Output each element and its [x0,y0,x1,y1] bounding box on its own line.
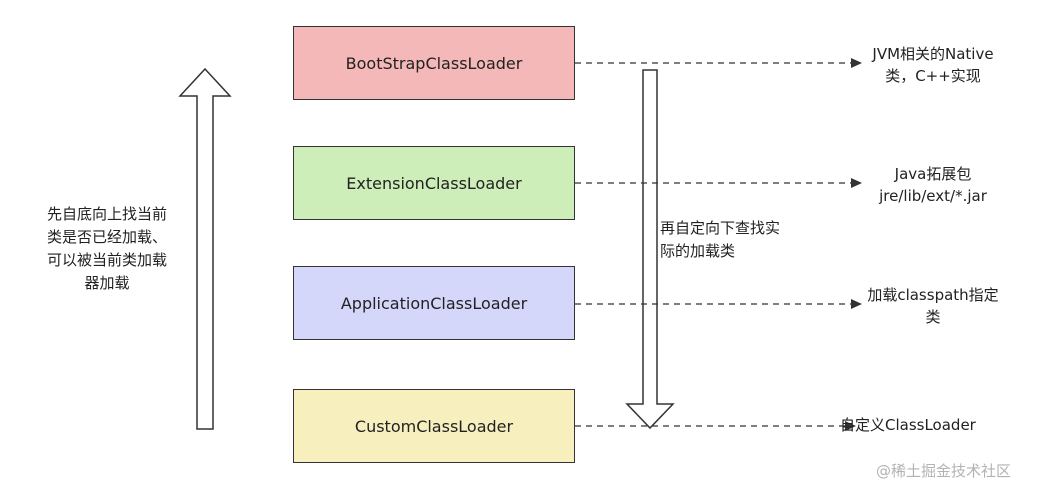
extension-note: Java拓展包 jre/lib/ext/*.jar [848,163,1018,207]
custom-note: 自定义ClassLoader [840,414,1030,436]
text-line: 器加载 [84,274,130,292]
box-label: CustomClassLoader [354,416,514,436]
downward-arrow [625,69,675,430]
upward-arrow [178,67,232,430]
text-line: 可以被当前类加载 [46,251,167,269]
text-line: 再自定向下查找实 [660,219,781,237]
text-line: 类，C++实现 [885,67,981,85]
text-line: 类 [925,308,941,326]
box-label: ApplicationClassLoader [340,293,528,313]
box-label: ExtensionClassLoader [346,173,522,193]
extension-classloader-box: ExtensionClassLoader [293,146,575,220]
bootstrap-note: JVM相关的Native 类，C++实现 [848,43,1018,87]
application-note: 加载classpath指定 类 [848,284,1018,328]
text-line: Java拓展包 [894,165,972,183]
text-line: 际的加载类 [660,242,736,260]
bootstrap-classloader-box: BootStrapClassLoader [293,26,575,100]
text-line: jre/lib/ext/*.jar [879,187,987,205]
text-line: 先自底向上找当前 [46,205,167,223]
watermark: @稀土掘金技术社区 [876,462,1012,480]
arrowhead-bootstrap [851,58,862,68]
text-line: JVM相关的Native [872,45,994,63]
text-line: 加载classpath指定 [867,286,999,304]
application-classloader-box: ApplicationClassLoader [293,266,575,340]
text-line: 类是否已经加载、 [46,228,167,246]
arrowhead-application [851,299,862,309]
bottom-up-description: 先自底向上找当前 类是否已经加载、 可以被当前类加载 器加载 [22,203,192,295]
box-label: BootStrapClassLoader [345,53,523,73]
top-down-description: 再自定向下查找实 际的加载类 [660,217,820,263]
arrowhead-extension [851,178,862,188]
text-line: 自定义ClassLoader [840,416,976,434]
custom-classloader-box: CustomClassLoader [293,389,575,463]
arrowhead-custom [845,421,856,431]
